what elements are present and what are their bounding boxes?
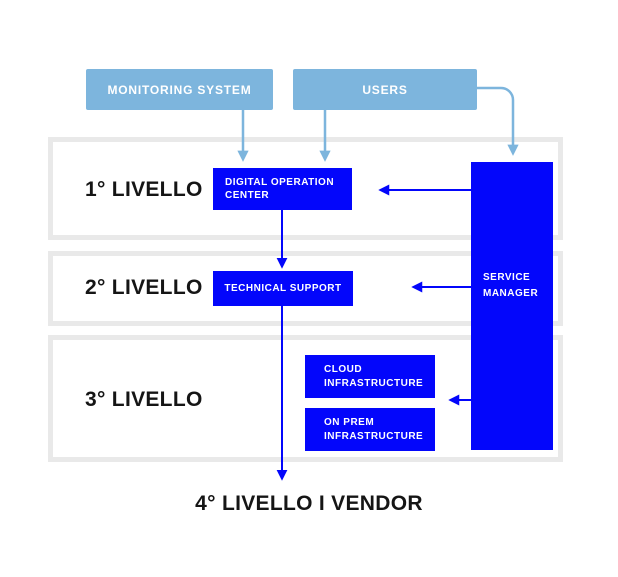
users-box: USERS [293,69,477,110]
level-3-label: 3° LIVELLO [85,388,203,411]
technical-support-box: TECHNICAL SUPPORT [213,271,353,306]
monitoring-system-box: MONITORING SYSTEM [86,69,273,110]
cloud-infrastructure-label: CLOUD INFRASTRUCTURE [324,364,424,389]
level-2-label: 2° LIVELLO [85,276,203,299]
service-manager-label: SERVICE MANAGER [483,272,539,299]
on-prem-infrastructure-box: ON PREM INFRASTRUCTURE [305,408,435,451]
technical-support-label: TECHNICAL SUPPORT [224,282,342,294]
level-4-vendor-title: 4° LIVELLO I VENDOR [195,492,423,515]
level-1-label: 1° LIVELLO [85,178,203,201]
users-label: USERS [362,82,408,97]
on-prem-infrastructure-label: ON PREM INFRASTRUCTURE [324,417,424,442]
digital-operation-center-box: DIGITAL OPERATION CENTER [213,168,352,210]
service-manager-box: SERVICE MANAGER [471,162,553,450]
cloud-infrastructure-box: CLOUD INFRASTRUCTURE [305,355,435,398]
digital-operation-center-label: DIGITAL OPERATION CENTER [225,176,335,202]
monitoring-system-label: MONITORING SYSTEM [107,82,252,97]
